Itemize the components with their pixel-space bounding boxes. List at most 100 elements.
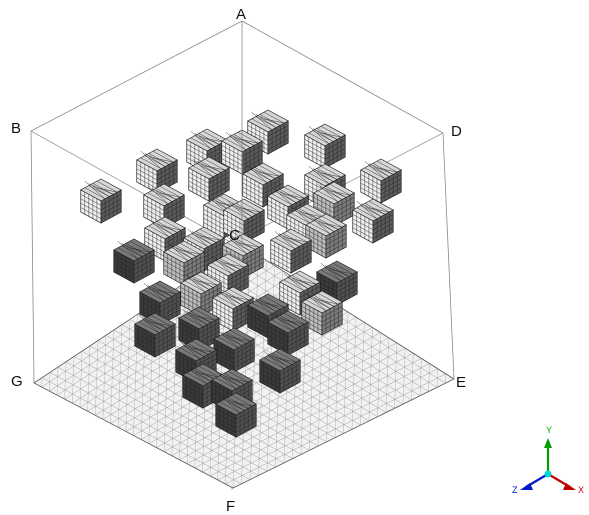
voxel-block	[188, 156, 230, 202]
mesh-line	[436, 368, 438, 388]
voxel-block	[259, 348, 301, 394]
mesh-line	[87, 345, 91, 412]
block-grid-lines	[188, 159, 230, 199]
block-right-face	[233, 338, 255, 373]
mesh-line	[419, 358, 422, 396]
mesh-line	[95, 340, 99, 416]
voxel-block	[180, 271, 222, 317]
mesh-line	[402, 348, 406, 405]
block-right-face	[133, 249, 155, 284]
mesh-line	[241, 250, 251, 484]
corner-label-d: D	[451, 123, 462, 140]
block-grid-lines	[139, 283, 181, 323]
voxel-block	[113, 238, 155, 284]
mesh-line	[334, 306, 340, 438]
mesh-line	[202, 358, 422, 473]
voxel-block	[212, 286, 254, 332]
block-grid-lines	[113, 241, 155, 281]
block-grid-lines	[267, 313, 309, 353]
mesh-line	[411, 353, 414, 400]
mesh-line	[428, 363, 430, 392]
block-grid-lines	[301, 293, 343, 333]
voxel-block	[352, 198, 394, 244]
voxel-block	[80, 178, 122, 224]
block-grid-lines	[180, 274, 222, 314]
mesh-line	[368, 327, 373, 421]
mesh-line	[118, 324, 123, 428]
voxel-block	[213, 327, 255, 373]
mesh-line	[217, 368, 438, 481]
x-axis-label: X	[578, 485, 584, 495]
corner-label-c: C	[229, 227, 240, 244]
block-right-face	[324, 134, 346, 169]
mesh-line	[72, 356, 75, 404]
block-right-face	[100, 189, 122, 224]
block-right-face	[235, 403, 257, 438]
mesh-line	[156, 327, 373, 448]
block-grid-lines	[259, 351, 301, 391]
block-right-face	[325, 224, 347, 259]
mesh-line	[385, 337, 389, 413]
block-grid-lines	[134, 315, 176, 355]
voxel-block	[304, 123, 346, 169]
z-axis-label: Z	[512, 485, 518, 495]
voxel-block	[136, 148, 178, 194]
voxel-block	[134, 312, 176, 358]
voxel-block	[143, 183, 185, 229]
mesh-line	[351, 317, 357, 430]
block-grid-lines	[221, 132, 263, 172]
mesh-line	[171, 337, 389, 456]
mesh-line	[49, 372, 51, 392]
mesh-line	[186, 347, 406, 464]
block-grid-lines	[352, 201, 394, 241]
block-grid-lines	[304, 126, 346, 166]
mesh-line	[360, 322, 365, 426]
corner-label-b: B	[11, 120, 21, 137]
corner-label-g: G	[11, 373, 23, 390]
mesh-line	[64, 361, 67, 400]
block-right-face	[336, 271, 358, 306]
voxel-blocks	[80, 109, 402, 438]
mesh-line	[148, 322, 365, 444]
mesh-line	[164, 332, 381, 452]
block-grid-lines	[213, 330, 255, 370]
block-right-face	[372, 209, 394, 244]
block-right-face	[321, 301, 343, 336]
block-grid-lines	[178, 309, 220, 349]
mesh-line	[102, 335, 107, 420]
block-grid-lines	[305, 216, 347, 256]
block-grid-lines	[212, 289, 254, 329]
block-right-face	[287, 321, 309, 356]
block-grid-lines	[360, 161, 402, 201]
block-grid-lines	[270, 231, 312, 271]
voxel-block	[301, 290, 343, 336]
x-axis-arrowhead	[563, 483, 576, 490]
mesh-line	[343, 311, 349, 434]
voxel-block	[139, 280, 181, 326]
block-grid-lines	[80, 181, 122, 221]
corner-label-a: A	[236, 6, 246, 23]
block-grid-lines	[163, 243, 205, 283]
mesh-line	[125, 319, 131, 432]
triad-origin	[544, 470, 552, 478]
corner-label-f: F	[226, 498, 235, 515]
block-grid-lines	[316, 263, 358, 303]
bounding-box-front	[30, 20, 455, 384]
block-right-face	[279, 359, 301, 394]
y-axis-arrowhead	[544, 438, 552, 448]
mesh-line	[179, 342, 398, 460]
axis-triad: X Y Z	[512, 425, 584, 495]
voxel-block	[215, 392, 257, 438]
block-right-face	[267, 120, 289, 155]
block-right-face	[290, 239, 312, 274]
block-right-face	[154, 323, 176, 358]
voxel-block	[360, 158, 402, 204]
z-axis-arrowhead	[520, 483, 533, 490]
mesh-line	[377, 332, 381, 417]
mesh-line	[209, 363, 430, 477]
mesh-line	[194, 353, 414, 468]
block-grid-lines	[313, 184, 355, 224]
block-grid-lines	[136, 151, 178, 191]
mesh-line	[394, 342, 398, 409]
